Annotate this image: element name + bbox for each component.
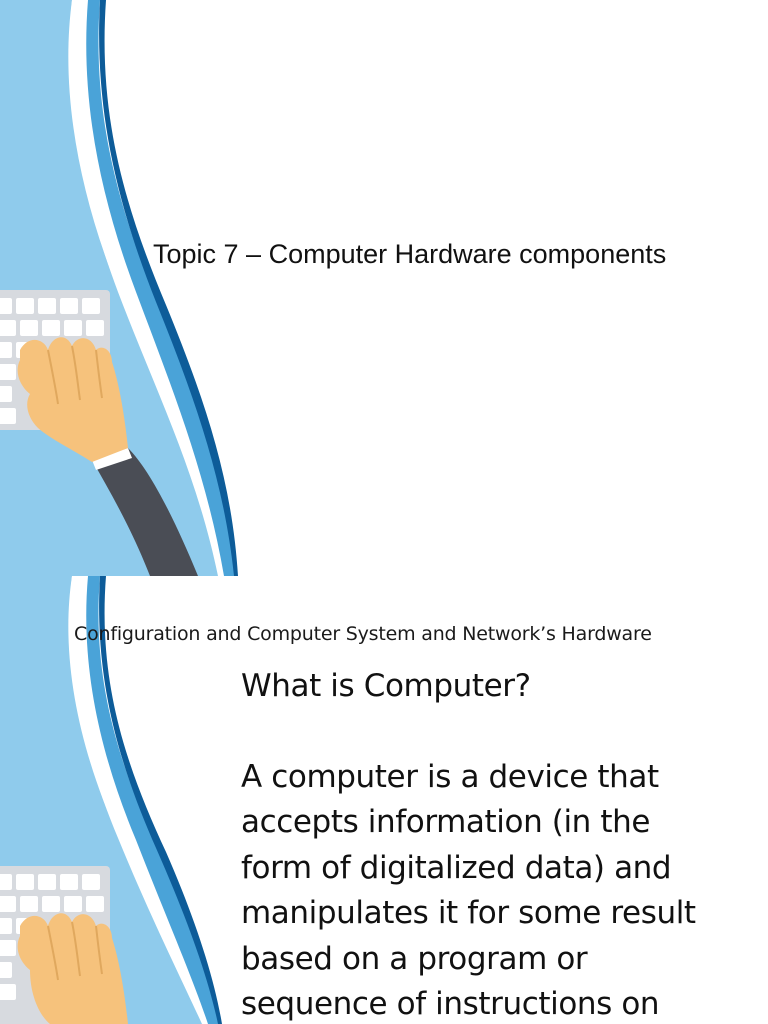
definition-line: form of digitalized data) and [241,849,672,886]
slide-2: Configuration and Computer System and Ne… [0,576,768,1024]
definition-line: A computer is a device that [241,758,659,795]
slide-1: Topic 7 – Computer Hardware components [0,0,667,576]
slide-title: Configuration and Computer System and Ne… [74,623,652,645]
question-heading: What is Computer? [241,668,531,704]
definition-line: sequence of instructions on [241,986,660,1022]
hand-icon [17,913,128,1024]
slide-title: Topic 7 – Computer Hardware components [153,239,667,269]
keyboard-hand-illustration [0,0,238,576]
keyboard-hand-illustration [0,576,222,1024]
hand-icon [17,337,128,462]
slide-body: What is Computer? A computer is a device… [241,664,761,1024]
definition-line: accepts information (in the [241,804,651,840]
definition-line: manipulates it for some result [241,895,696,931]
definition-line: based on a program or [241,940,588,977]
